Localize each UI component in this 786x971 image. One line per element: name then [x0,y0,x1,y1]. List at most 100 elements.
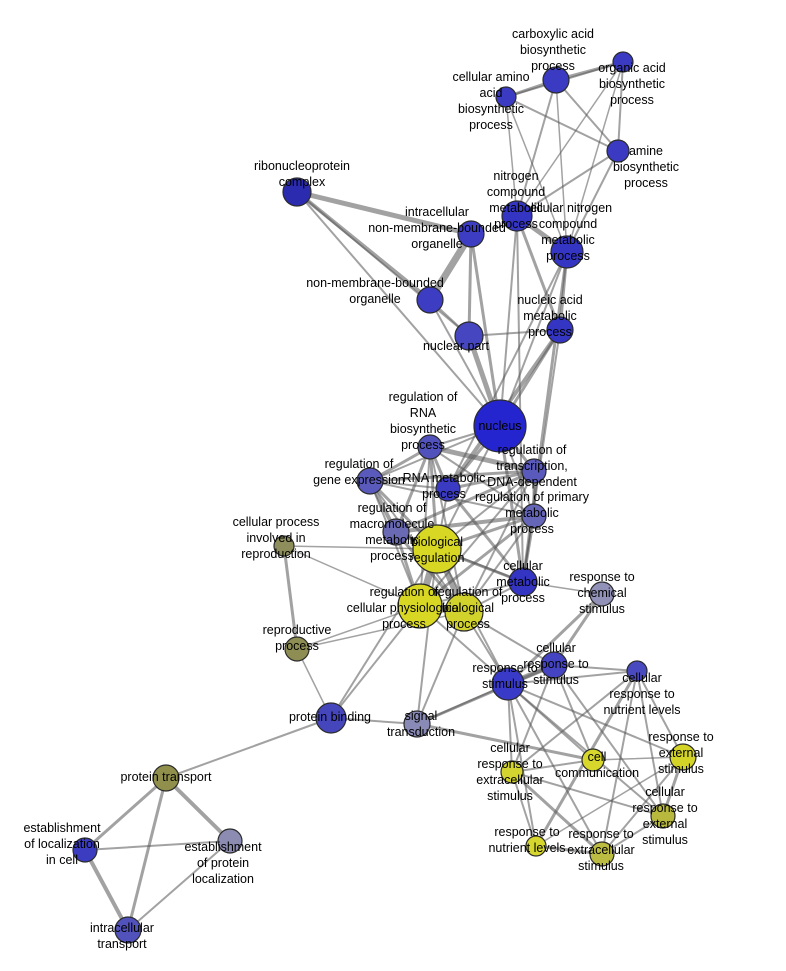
node-cellular-process-involved-in-reproduction[interactable]: cellular process involved in reproductio… [273,535,295,557]
edge-rna-metabolic-process--cellular-metabolic-process[interactable] [446,487,525,584]
edge-intracellular-non-membrane-bounded-organelle--nucleus[interactable] [469,232,502,428]
edge-regulation-of-primary-metabolic-process--regulation-of-macromolecule-metabolic-process[interactable] [394,514,536,534]
edge-ribonucleoprotein-complex--nucleus[interactable] [296,191,501,427]
edge-response-to-stimulus--cellular-response-to-external-stimulus[interactable] [507,683,664,817]
edge-cellular-response-to-stimulus--cell-communication[interactable] [553,664,594,761]
edge-response-to-stimulus--response-to-external-stimulus[interactable] [507,683,684,758]
edge-establishment-of-localization-in-cell--intracellular-transport[interactable] [83,848,130,932]
node-non-membrane-bounded-organelle[interactable]: non-membrane-bounded organelle [416,286,444,314]
edge-amine-biosynthetic-process--cellular-nitrogen-compound-metabolic-process[interactable] [566,150,619,253]
edge-cell-communication--cellular-response-to-extracellular-stimulus[interactable] [511,759,594,773]
edge-amine-biosynthetic-process--nitrogen-compound-metabolic-process[interactable] [516,150,619,217]
node-intracellular-transport[interactable]: intracellular transport [114,916,142,944]
node-intracellular-non-membrane-bounded-organelle[interactable]: intracellular non-membrane-bounded organ… [457,220,485,248]
node-cellular-metabolic-process[interactable]: cellular metabolic process [508,567,538,597]
edge-cellular-response-to-nutrient-levels--response-to-external-stimulus[interactable] [636,670,684,758]
node-response-to-extracellular-stimulus[interactable]: response to extracellular stimulus [589,841,615,867]
node-reproductive-process[interactable]: reproductive process [284,636,310,662]
node-response-to-stimulus[interactable]: response to stimulus [491,667,525,701]
edge-response-to-external-stimulus--response-to-nutrient-levels[interactable] [535,756,684,847]
edge-cellular-response-to-extracellular-stimulus--response-to-nutrient-levels[interactable] [511,771,537,847]
edge-nucleic-acid-metabolic-process--nuclear-part[interactable] [468,329,561,337]
edge-signal-transduction--biological-regulation[interactable] [416,548,438,725]
node-response-to-nutrient-levels[interactable]: response to nutrient levels [525,835,547,857]
node-organic-acid-biosynthetic-process[interactable]: organic acid biosynthetic process [612,51,634,73]
edge-organic-acid-biosynthetic-process--cellular-nitrogen-compound-metabolic-process[interactable] [566,61,624,253]
edge-protein-transport--intracellular-transport[interactable] [126,776,168,932]
node-carboxylic-acid-biosynthetic-process[interactable]: carboxylic acid biosynthetic process [542,66,570,94]
node-biological-regulation[interactable]: biological regulation [412,524,462,574]
edge-cellular-response-to-stimulus--signal-transduction[interactable] [415,663,556,726]
edge-cellular-response-to-stimulus--response-to-chemical-stimulus[interactable] [552,592,604,667]
edge-response-to-external-stimulus--response-to-extracellular-stimulus[interactable] [601,756,684,855]
edge-cellular-response-to-nutrient-levels--cellular-response-to-extracellular-stimulus[interactable] [511,670,638,773]
node-rna-metabolic-process[interactable]: RNA metabolic process [435,476,461,502]
node-cell-communication[interactable]: cell communication [581,748,605,772]
edge-response-to-stimulus--cellular-response-to-nutrient-levels[interactable] [507,670,638,685]
edge-protein-binding--protein-transport[interactable] [165,717,332,779]
node-regulation-of-primary-metabolic-process[interactable]: regulation of primary metabolic process [521,503,547,529]
node-cellular-response-to-nutrient-levels[interactable]: cellular response to nutrient levels [626,660,648,682]
edge-cellular-response-to-stimulus--cellular-response-to-external-stimulus[interactable] [553,664,664,817]
edge-cell-communication--signal-transduction[interactable] [415,722,595,762]
node-cellular-response-to-stimulus[interactable]: cellular response to stimulus [540,651,568,679]
edge-cellular-amino-acid-biosynthetic-process--cellular-nitrogen-compound-metabolic-process[interactable] [505,96,568,253]
edge-cellular-process-involved-in-reproduction--reproductive-process[interactable] [282,544,299,651]
edge-cellular-response-to-stimulus--cellular-response-to-nutrient-levels[interactable] [553,664,638,672]
edge-regulation-of-rna-biosynthetic-process--regulation-of-cellular-physiological-process[interactable] [419,446,431,607]
edge-cellular-amino-acid-biosynthetic-process--nitrogen-compound-metabolic-process[interactable] [505,96,518,217]
edge-regulation-of-transcription-dna-dependent--rna-metabolic-process[interactable] [446,469,536,491]
edge-response-to-stimulus--response-to-chemical-stimulus[interactable] [506,592,604,686]
edge-cell-communication--response-to-external-stimulus[interactable] [592,756,684,761]
edge-organic-acid-biosynthetic-process--amine-biosynthetic-process[interactable] [617,61,624,152]
edge-regulation-of-transcription-dna-dependent--regulation-of-gene-expression[interactable] [368,469,536,483]
node-cellular-response-to-extracellular-stimulus[interactable]: cellular response to extracellular stimu… [500,760,524,784]
edge-nitrogen-compound-metabolic-process--nucleus[interactable] [499,215,518,427]
edge-regulation-of-rna-biosynthetic-process--regulation-of-transcription-dna-dependent[interactable] [427,444,537,474]
edge-nitrogen-compound-metabolic-process--nucleic-acid-metabolic-process[interactable] [515,214,562,332]
node-cellular-nitrogen-compound-metabolic-process[interactable]: cellular nitrogen compound metabolic pro… [550,235,584,269]
edge-signal-transduction--regulation-of-biological-process[interactable] [416,611,465,725]
node-regulation-of-transcription-dna-dependent[interactable]: regulation of transcription, DNA-depende… [521,458,547,484]
node-regulation-of-gene-expression[interactable]: regulation of gene expression [356,467,384,495]
node-nitrogen-compound-metabolic-process[interactable]: nitrogen compound metabolic process [501,200,533,232]
edge-protein-binding--biological-regulation[interactable] [330,548,438,719]
edge-organic-acid-biosynthetic-process--nitrogen-compound-metabolic-process[interactable] [516,61,624,217]
node-establishment-of-protein-localization[interactable]: establishment of protein localization [217,828,243,854]
node-nucleus[interactable]: nucleus [473,399,527,453]
edge-cellular-response-to-extracellular-stimulus--cellular-response-to-external-stimulus[interactable] [511,771,664,817]
node-cellular-amino-acid-biosynthetic-process[interactable]: cellular amino acid biosynthetic process [495,86,517,108]
edge-carboxylic-acid-biosynthetic-process--nitrogen-compound-metabolic-process[interactable] [516,79,557,217]
node-establishment-of-localization-in-cell[interactable]: establishment of localization in cell [72,837,98,863]
node-ribonucleoprotein-complex[interactable]: ribonucleoprotein complex [282,177,312,207]
node-cellular-response-to-external-stimulus[interactable]: cellular response to external stimulus [650,803,676,829]
node-response-to-external-stimulus[interactable]: response to external stimulus [669,743,697,771]
edge-protein-transport--establishment-of-localization-in-cell[interactable] [83,776,168,852]
edge-intracellular-non-membrane-bounded-organelle--nuclear-part[interactable] [467,232,473,338]
edge-cellular-process-involved-in-reproduction--biological-regulation[interactable] [283,545,438,550]
node-regulation-of-macromolecule-metabolic-process[interactable]: regulation of macromolecule metabolic pr… [382,518,410,546]
edge-protein-binding--regulation-of-cellular-physiological-process[interactable] [330,605,421,719]
edge-cellular-process-involved-in-reproduction--regulation-of-cellular-physiological-process[interactable] [283,545,421,607]
node-regulation-of-biological-process[interactable]: regulation of biological process [444,592,484,632]
node-nuclear-part[interactable]: nuclear part [454,321,484,351]
node-protein-binding[interactable]: protein binding [315,702,347,734]
edge-cellular-response-to-nutrient-levels--cellular-response-to-external-stimulus[interactable] [636,670,664,817]
edge-protein-transport--establishment-of-protein-localization[interactable] [164,776,232,843]
edge-regulation-of-primary-metabolic-process--regulation-of-cellular-physiological-process[interactable] [418,514,536,608]
node-amine-biosynthetic-process[interactable]: amine biosynthetic process [606,139,630,163]
edge-response-to-stimulus--response-to-extracellular-stimulus[interactable] [507,683,603,855]
node-response-to-chemical-stimulus[interactable]: response to chemical stimulus [589,581,615,607]
node-signal-transduction[interactable]: signal transduction [403,710,431,738]
edge-cellular-response-to-extracellular-stimulus--response-to-extracellular-stimulus[interactable] [510,770,604,856]
node-nucleic-acid-metabolic-process[interactable]: nucleic acid metabolic process [546,316,574,344]
edge-cellular-nitrogen-compound-metabolic-process--rna-metabolic-process[interactable] [447,251,568,490]
edge-ribonucleoprotein-complex--nuclear-part[interactable] [296,191,470,337]
edge-establishment-of-localization-in-cell--establishment-of-protein-localization[interactable] [84,840,231,851]
edge-cellular-response-to-nutrient-levels--response-to-extracellular-stimulus[interactable] [601,670,638,855]
edge-regulation-of-transcription-dna-dependent--regulation-of-biological-process[interactable] [463,470,535,613]
node-protein-transport[interactable]: protein transport [152,764,180,792]
edge-cellular-response-to-stimulus--cellular-response-to-extracellular-stimulus[interactable] [511,664,555,773]
edge-regulation-of-primary-metabolic-process--regulation-of-biological-process[interactable] [463,515,535,613]
edge-establishment-of-protein-localization--intracellular-transport[interactable] [127,840,231,931]
